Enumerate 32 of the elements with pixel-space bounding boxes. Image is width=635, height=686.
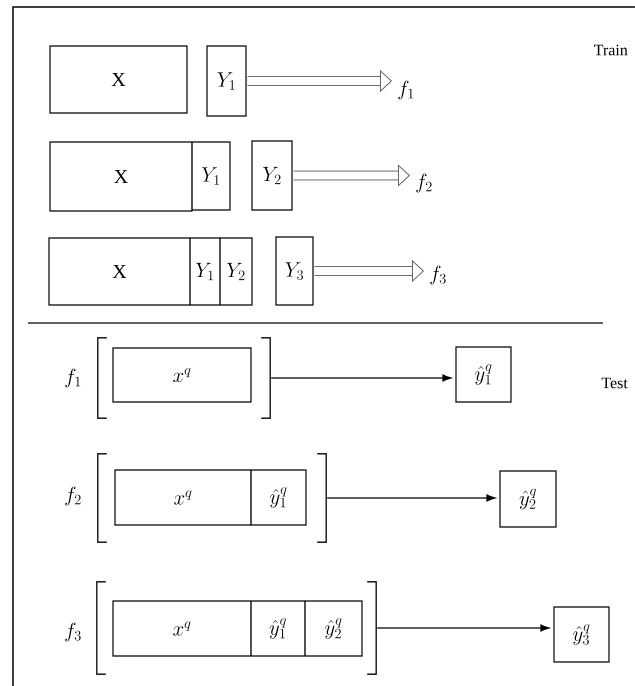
bracket-group	[97, 337, 271, 419]
data-box: X	[48, 237, 191, 306]
data-box: $Y_1$	[191, 141, 231, 211]
data-box: $x^q$	[112, 600, 252, 657]
function-label: $f_2$	[416, 174, 432, 192]
data-box: $Y_2$	[251, 140, 293, 211]
function-label: $f_1$	[398, 80, 414, 100]
section-label: Test	[602, 378, 628, 388]
arrow	[327, 494, 496, 502]
data-box: X	[49, 141, 193, 212]
arrow	[271, 374, 452, 382]
data-box: $x^q$	[112, 347, 252, 403]
function-label: $f_2$	[65, 486, 81, 506]
bracket-group	[96, 581, 377, 675]
data-box: $Y_1$	[206, 45, 247, 117]
function-label: $f_3$	[430, 266, 446, 284]
function-label: $f_3$	[65, 622, 81, 642]
data-box: ${\hat{y}_1}^q$	[455, 346, 512, 403]
data-box: $Y_3$	[275, 236, 314, 306]
data-box: X	[49, 45, 188, 114]
arrow	[377, 624, 550, 632]
function-label: $f_1$	[65, 368, 80, 388]
data-box: ${\hat{y}_1}^q$	[250, 600, 306, 657]
bracket-group	[97, 453, 327, 543]
data-box: ${\hat{y}_3}^q$	[553, 606, 610, 663]
data-box: ${\hat{y}_2}^q$	[499, 470, 557, 528]
data-box: ${\hat{y}_2}^q$	[304, 600, 363, 657]
section-label: Train	[594, 44, 628, 56]
data-box: ${\hat{y}_1}^q$	[250, 469, 307, 526]
data-box: $x^q$	[114, 469, 252, 526]
data-box: $Y_2$	[219, 237, 253, 306]
data-box: $Y_1$	[189, 237, 221, 306]
